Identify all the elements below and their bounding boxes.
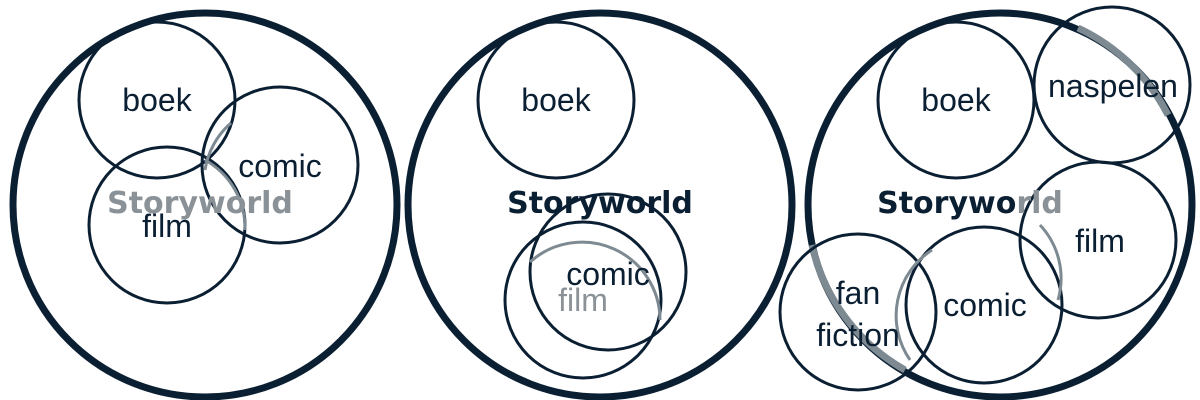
naspelen-label-3: naspelen <box>1048 68 1178 104</box>
storyworld-label-3: Storyworld <box>877 186 1063 221</box>
diagram-2: Storyworld boek comic film <box>404 9 796 400</box>
boek-label-3: boek <box>921 82 991 118</box>
comic-label-2: comic <box>566 256 650 292</box>
outer-arc-gray-3a <box>1076 24 1172 117</box>
boek-circle-2 <box>476 20 636 180</box>
fan-label-3: fan <box>836 275 880 311</box>
overlap-arc-1b <box>204 158 247 231</box>
storyworld-label-2: Storyworld <box>507 186 693 221</box>
film-circle-2 <box>503 220 663 380</box>
comic-label-3: comic <box>943 287 1027 323</box>
boek-label-2: boek <box>521 82 591 118</box>
overlap-arc-1a <box>203 121 232 171</box>
storyworld-circle-1 <box>9 9 401 400</box>
overlap-arc-3b <box>894 248 933 361</box>
boek-label-1: boek <box>122 82 192 118</box>
fiction-label-3: fiction <box>816 317 900 353</box>
film-label-1: film <box>142 208 192 244</box>
outer-arc-gray-3b <box>808 244 907 374</box>
storyworld-circle-2 <box>404 9 796 400</box>
comic-circle-2 <box>528 192 688 352</box>
storyworld-label-1: Storyworld <box>107 186 293 221</box>
comic-circle-3 <box>904 225 1064 385</box>
film-label-3: film <box>1075 223 1125 259</box>
diagram-3: Storyworld boek naspelen film comic fan … <box>778 5 1196 400</box>
overlap-arc-2 <box>529 240 662 321</box>
comic-label-1: comic <box>238 148 322 184</box>
overlap-arc-3a <box>1038 223 1063 301</box>
film-circle-3 <box>1018 160 1178 320</box>
film-label-2: film <box>558 282 608 318</box>
diagram-1: Storyworld boek comic film <box>9 9 401 400</box>
fanfiction-circle-3 <box>778 232 938 392</box>
storyworld-circle-3 <box>804 9 1196 400</box>
comic-circle-1 <box>200 85 360 245</box>
